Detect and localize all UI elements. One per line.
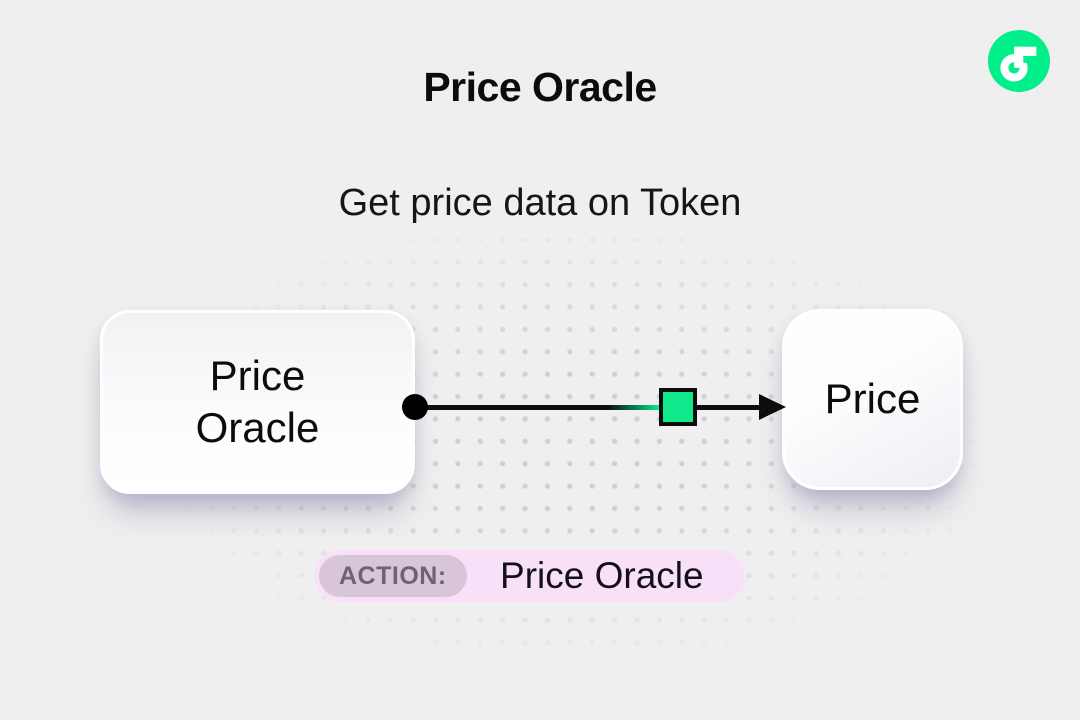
node-price-oracle: Price Oracle — [100, 310, 415, 494]
connector-line-green-gradient — [608, 405, 659, 410]
node-price: Price — [782, 309, 963, 490]
node-label-line: Price — [209, 351, 306, 399]
connector-marker-square — [659, 388, 697, 426]
flow-logo-icon — [988, 30, 1050, 92]
connector-line — [415, 405, 763, 410]
page-title: Price Oracle — [423, 64, 657, 110]
connector-start-dot — [402, 394, 428, 420]
page-subtitle: Get price data on Token — [338, 182, 742, 224]
node-price-oracle-label: Price Oracle — [196, 350, 320, 455]
connector-arrowhead-icon — [759, 394, 786, 420]
action-badge: ACTION: — [319, 555, 467, 597]
action-value: Price Oracle — [500, 555, 704, 596]
node-price-label: Price — [824, 375, 921, 423]
node-label-line: Oracle — [195, 404, 320, 451]
action-pill: ACTION: Price Oracle — [315, 550, 745, 602]
